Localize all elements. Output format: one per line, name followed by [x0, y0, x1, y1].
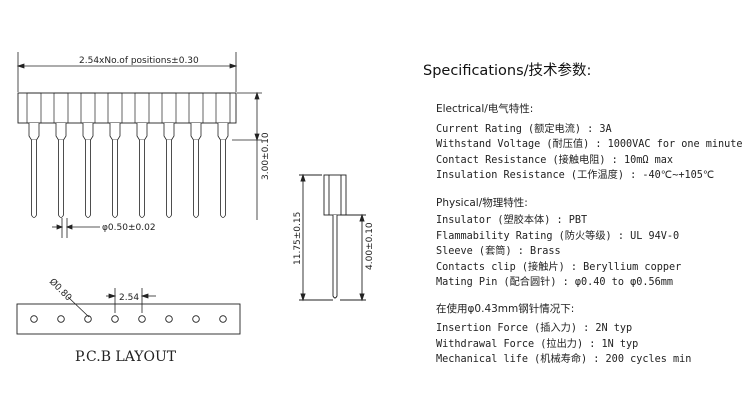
- pin-tail: [58, 140, 64, 218]
- pin-shoulder: [217, 123, 229, 141]
- pin-tail: [31, 140, 37, 218]
- height-dimension-label: 3.00±0.10: [261, 132, 271, 180]
- pcb-pitch-label: 2.54: [119, 293, 139, 303]
- pcb-hole: [30, 315, 38, 323]
- pcb-holes: [30, 315, 227, 323]
- pcb-hole: [165, 315, 173, 323]
- pin-tail: [112, 140, 118, 218]
- pin-diameter-label: φ0.50±0.02: [102, 223, 156, 233]
- pin-shoulder: [28, 123, 40, 141]
- pin-length-label: 4.00±0.10: [365, 222, 375, 270]
- width-dimension: [16, 52, 238, 92]
- pcb-hole: [138, 315, 146, 323]
- pcb-hole: [219, 315, 227, 323]
- pcb-hole-diameter-label: Ø0.80: [47, 276, 74, 303]
- pin-tail: [193, 140, 199, 218]
- pin-shoulder: [190, 123, 202, 141]
- pin-tail: [220, 140, 226, 218]
- connector-side-view: [299, 173, 366, 302]
- connector-pins-front: [26, 92, 231, 218]
- pcb-layout: [16, 303, 241, 335]
- total-length-label: 11.75±0.15: [293, 212, 303, 265]
- height-dimension: [232, 91, 262, 220]
- pin-tail: [166, 140, 172, 218]
- pin-tail: [85, 140, 91, 218]
- pin-shoulder: [82, 123, 94, 141]
- pin-shoulder: [136, 123, 148, 141]
- pcb-hole: [111, 315, 119, 323]
- pcb-pitch-dimension: [67, 288, 156, 318]
- pcb-hole: [84, 315, 92, 323]
- pcb-hole: [57, 315, 65, 323]
- pcb-hole: [192, 315, 200, 323]
- width-dimension-label: 2.54xNo.of positions±0.30: [79, 56, 199, 66]
- pin-shoulder: [163, 123, 175, 141]
- pcb-layout-label: P.C.B LAYOUT: [75, 349, 177, 365]
- pin-tail: [139, 140, 145, 218]
- pin-diameter-dimension: [52, 218, 100, 238]
- pin-shoulder: [55, 123, 67, 141]
- pin-shoulder: [109, 123, 121, 141]
